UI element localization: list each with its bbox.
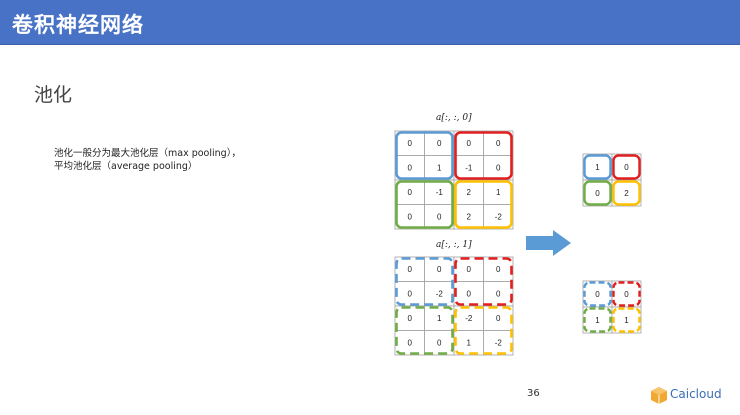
slice-label-0: a[:, :, 0] [436, 113, 472, 123]
input-matrix-0: 0 0 0 0 0 1 -1 0 0 -1 2 1 0 0 2 -2 [394, 130, 514, 230]
input1-value: 0 [467, 265, 472, 274]
input0-cell [424, 130, 455, 156]
input1-cell [483, 305, 514, 331]
input1-region-border [454, 257, 513, 306]
output1-region-border [612, 281, 641, 307]
input1-value: -2 [465, 314, 473, 323]
output0-region-border [612, 180, 641, 206]
output0-cell [611, 179, 642, 207]
description-line-2: 平均池化层（average pooling） [54, 161, 198, 172]
input1-value: 0 [496, 290, 501, 299]
output0-region-border [583, 180, 612, 206]
input0-value: 0 [496, 164, 501, 173]
section-title: 池化 [34, 84, 73, 106]
input0-cell [424, 155, 455, 181]
output1-value: 0 [624, 290, 629, 299]
input0-region-border [395, 131, 454, 180]
input0-cell [483, 179, 514, 205]
input1-cell [424, 305, 455, 331]
input1-value: 0 [496, 314, 501, 323]
output0-value: 0 [624, 163, 629, 172]
input0-region-border [454, 180, 513, 229]
input1-cell [394, 330, 425, 356]
input1-cell [483, 256, 514, 282]
output0-value: 1 [595, 163, 600, 172]
input0-value: 0 [408, 139, 413, 148]
input1-value: 0 [408, 290, 413, 299]
slide-title: 卷积神经网络 [12, 13, 144, 37]
input0-value: -2 [495, 213, 503, 222]
input1-value: 0 [467, 290, 472, 299]
input1-value: 0 [437, 339, 442, 348]
description-text: 池化一般分为最大池化层（max pooling）， 平均池化层（average … [54, 147, 284, 173]
input0-cell [483, 155, 514, 181]
slice-label-1: a[:, :, 1] [436, 240, 472, 250]
output1-region-border [612, 307, 641, 333]
page-number: 36 [527, 388, 540, 399]
output0-cell [582, 153, 613, 181]
input0-value: 0 [496, 139, 501, 148]
input0-region-border [395, 180, 454, 229]
input1-cell [394, 305, 425, 331]
input1-cell [424, 281, 455, 307]
input1-value: 1 [437, 314, 442, 323]
output1-value: 1 [624, 316, 629, 325]
input1-cell [453, 330, 484, 356]
input0-value: 0 [437, 213, 442, 222]
logo-text: Caicloud [670, 387, 722, 401]
input1-region-border [454, 306, 513, 355]
input1-cell [424, 330, 455, 356]
header-bar: 卷积神经网络 [0, 0, 740, 45]
input0-cell [424, 179, 455, 205]
input1-cell [394, 281, 425, 307]
input1-value: -2 [495, 339, 503, 348]
input0-value: 0 [408, 188, 413, 197]
input0-value: 0 [408, 164, 413, 173]
output1-cell [611, 306, 642, 334]
input0-value: -1 [465, 164, 473, 173]
input1-region-border [395, 257, 454, 306]
arrow-shape [526, 230, 571, 256]
output1-cell [582, 306, 613, 334]
input0-value: 2 [467, 213, 472, 222]
output-matrix-0: 1 0 0 2 [582, 153, 642, 207]
input0-cell [453, 204, 484, 230]
input1-cell [483, 330, 514, 356]
output-matrix-1: 0 0 1 1 [582, 280, 642, 334]
cube-icon [651, 387, 667, 404]
input1-region-border [395, 306, 454, 355]
input1-value: 1 [467, 339, 472, 348]
caicloud-logo: Caicloud [650, 384, 740, 412]
output1-region-border [583, 281, 612, 307]
input1-value: 0 [408, 265, 413, 274]
input1-value: -2 [436, 290, 444, 299]
input0-value: 1 [496, 188, 501, 197]
output0-value: 0 [595, 189, 600, 198]
output1-value: 0 [595, 290, 600, 299]
output1-value: 1 [595, 316, 600, 325]
input0-value: 2 [467, 188, 472, 197]
input0-cell [483, 130, 514, 156]
input0-value: 1 [437, 164, 442, 173]
input0-cell [424, 204, 455, 230]
input0-value: 0 [437, 139, 442, 148]
input0-value: -1 [436, 188, 444, 197]
input0-value: 0 [467, 139, 472, 148]
input0-cell [483, 204, 514, 230]
description-line-1: 池化一般分为最大池化层（max pooling）， [54, 148, 241, 159]
input0-value: 0 [408, 213, 413, 222]
output0-region-border [583, 154, 612, 180]
input1-value: 0 [496, 265, 501, 274]
input1-value: 0 [408, 314, 413, 323]
input0-region-border [454, 131, 513, 180]
input1-value: 0 [437, 265, 442, 274]
input-matrix-1: 0 0 0 0 0 -2 0 0 0 1 -2 0 0 0 1 -2 [394, 256, 514, 356]
right-arrow-icon [526, 230, 571, 256]
output0-value: 2 [624, 189, 629, 198]
output1-region-border [583, 307, 612, 333]
output0-cell [611, 153, 642, 181]
output0-region-border [612, 154, 641, 180]
input1-value: 0 [408, 339, 413, 348]
